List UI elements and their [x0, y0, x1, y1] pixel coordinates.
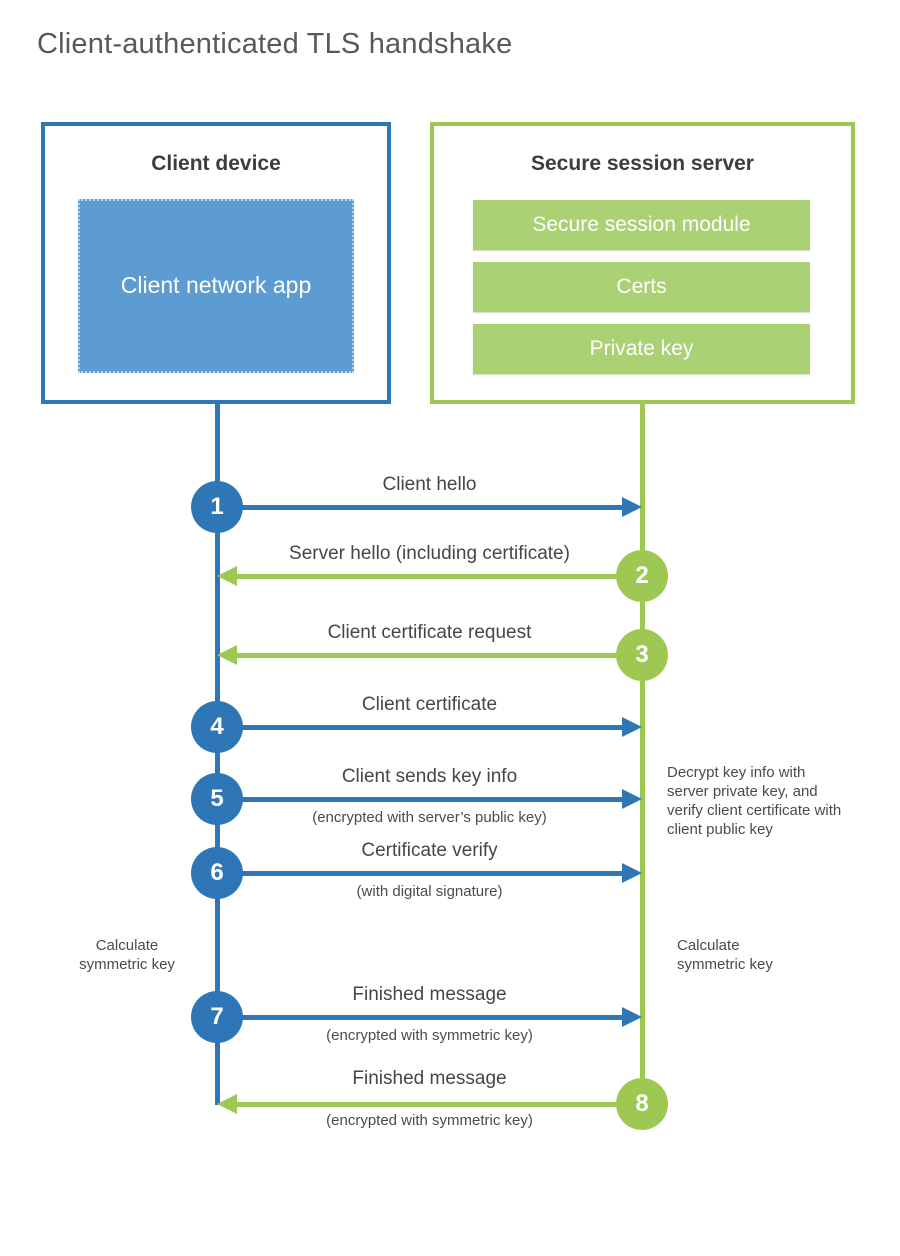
calculate-symmetric-key-note-client: Calculate symmetric key: [79, 937, 175, 974]
message-arrow-line: [237, 653, 616, 658]
message-arrow-line: [230, 797, 622, 802]
message-arrow-line: [230, 871, 622, 876]
arrow-left-icon: [217, 645, 237, 665]
arrow-left-icon: [217, 1094, 237, 1114]
arrow-left-icon: [217, 566, 237, 586]
arrow-right-icon: [622, 717, 642, 737]
client-device-title: Client device: [151, 152, 281, 175]
message-sublabel: (with digital signature): [356, 883, 503, 900]
message-arrow-line: [237, 574, 616, 579]
step-number-badge: 2: [616, 550, 668, 602]
message-label: Client hello: [382, 474, 477, 495]
server-module-certs: Certs: [473, 262, 810, 312]
message-arrow-line: [237, 1102, 616, 1107]
step-number-badge: 4: [191, 701, 243, 753]
step-number-badge: 8: [616, 1078, 668, 1130]
decrypt-key-note: Decrypt key info with server private key…: [667, 764, 842, 839]
message-label: Certificate verify: [361, 840, 498, 861]
message-sublabel: (encrypted with symmetric key): [326, 1112, 533, 1129]
arrow-right-icon: [622, 497, 642, 517]
message-label: Finished message: [352, 984, 507, 1005]
message-label: Finished message: [352, 1068, 507, 1089]
message-sublabel: (encrypted with symmetric key): [326, 1027, 533, 1044]
message-label: Client certificate: [361, 694, 498, 715]
message-label: Server hello (including certificate): [289, 543, 570, 564]
page-title: Client-authenticated TLS handshake: [37, 28, 513, 60]
message-label: Client sends key info: [341, 766, 518, 787]
step-number-badge: 1: [191, 481, 243, 533]
client-network-app-label: Client network app: [120, 272, 312, 299]
server-lifeline: [640, 404, 645, 1105]
secure-session-server-title: Secure session server: [531, 152, 754, 175]
arrow-right-icon: [622, 789, 642, 809]
client-network-app-box: Client network app: [78, 199, 354, 373]
server-module-secure-session: Secure session module: [473, 200, 810, 250]
step-number-badge: 7: [191, 991, 243, 1043]
message-arrow-line: [230, 505, 622, 510]
server-module-private-key: Private key: [473, 324, 810, 374]
calculate-symmetric-key-note-server: Calculate symmetric key: [677, 937, 773, 974]
arrow-right-icon: [622, 1007, 642, 1027]
step-number-badge: 5: [191, 773, 243, 825]
message-arrow-line: [230, 725, 622, 730]
step-number-badge: 6: [191, 847, 243, 899]
arrow-right-icon: [622, 863, 642, 883]
message-arrow-line: [230, 1015, 622, 1020]
message-label: Client certificate request: [327, 622, 532, 643]
step-number-badge: 3: [616, 629, 668, 681]
message-sublabel: (encrypted with server’s public key): [312, 809, 547, 826]
client-lifeline: [215, 404, 220, 1105]
